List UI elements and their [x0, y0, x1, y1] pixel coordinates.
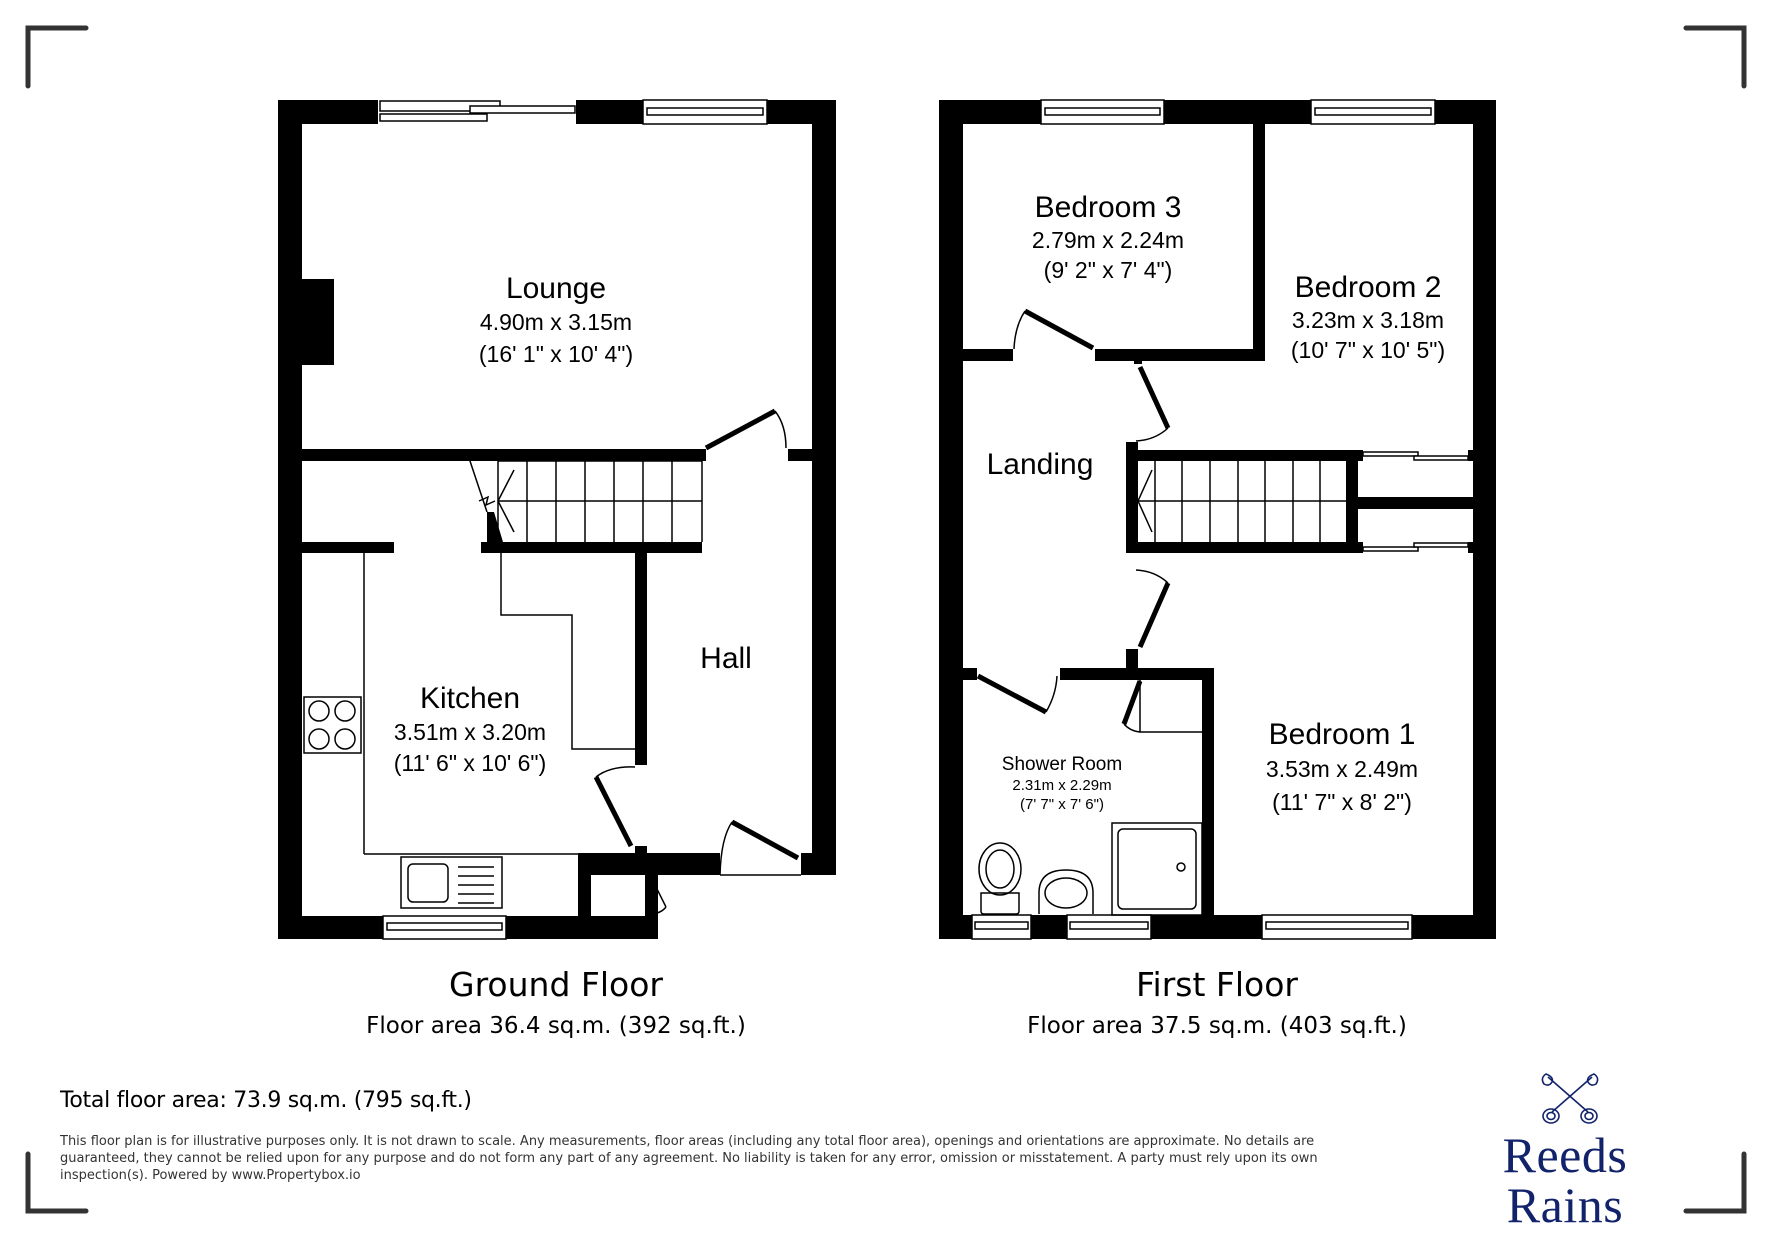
lounge-label: Lounge 4.90m x 3.15m (16' 1" x 10' 4"): [479, 272, 633, 367]
bedroom3-door: [1013, 308, 1095, 351]
kitchen-door: [593, 766, 647, 854]
lounge-window: [642, 99, 768, 125]
lounge-patio-door: [378, 100, 576, 124]
crop-marks: [25, 25, 1747, 1214]
disclaimer-text: This floor plan is for illustrative purp…: [60, 1134, 1318, 1183]
hob-icon: [303, 696, 362, 754]
bedroom1-imperial: (11' 7" x 8' 2"): [1272, 789, 1412, 815]
ground-floor-plan: [278, 99, 836, 940]
basin-icon: [1038, 869, 1094, 914]
bedroom2-metric: 3.23m x 3.18m: [1292, 307, 1444, 333]
lounge-imperial: (16' 1" x 10' 4"): [479, 341, 633, 367]
bedroom1-window: [1261, 914, 1413, 940]
toilet-icon: [978, 842, 1022, 915]
shower-room-door: [976, 673, 1058, 715]
airing-cupboard-door: [1121, 680, 1202, 733]
bedroom1-metric: 3.53m x 2.49m: [1266, 756, 1418, 782]
bedroom1-label: Bedroom 1 3.53m x 2.49m (11' 7" x 8' 2"): [1266, 718, 1418, 815]
cupboard-sliding-doors: [1362, 451, 1469, 552]
bedroom2-label: Bedroom 2 3.23m x 3.18m (10' 7" x 10' 5"…: [1291, 271, 1445, 363]
bedroom3-label: Bedroom 3 2.79m x 2.24m (9' 2" x 7' 4"): [1032, 191, 1184, 283]
bedroom3-window: [1040, 99, 1165, 125]
kitchen-units: [303, 553, 635, 909]
kitchen-metric: 3.51m x 3.20m: [394, 719, 546, 745]
total-floor-area: Total floor area: 73.9 sq.m. (795 sq.ft.…: [60, 1088, 472, 1113]
lounge-door: [704, 408, 787, 451]
bedroom2-name: Bedroom 2: [1295, 271, 1442, 304]
lounge-name: Lounge: [506, 272, 606, 305]
logo-icon-spacer: [1440, 1068, 1690, 1130]
brand-logo: Reeds Rains: [1440, 1068, 1690, 1230]
bedroom1-name: Bedroom 1: [1269, 718, 1416, 751]
bedroom3-metric: 2.79m x 2.24m: [1032, 227, 1184, 253]
hall-label: Hall: [700, 642, 752, 675]
bedroom3-name: Bedroom 3: [1035, 191, 1182, 224]
shower-room-metric: 2.31m x 2.29m: [1012, 777, 1111, 794]
shower-window-1: [971, 914, 1032, 940]
landing-label: Landing: [987, 448, 1094, 481]
lounge-metric: 4.90m x 3.15m: [480, 309, 632, 335]
bedroom2-door: [1135, 365, 1171, 442]
first-floor-title: First Floor: [1136, 965, 1298, 1004]
kitchen-window: [382, 915, 507, 940]
bedroom1-door: [1135, 569, 1171, 649]
brand-name: Reeds Rains: [1502, 1127, 1628, 1233]
ground-floor-area: Floor area 36.4 sq.m. (392 sq.ft.): [366, 1013, 746, 1039]
sink-icon: [400, 856, 503, 909]
bedroom2-window: [1310, 99, 1436, 125]
front-door: [719, 819, 801, 876]
kitchen-imperial: (11' 6" x 10' 6"): [394, 750, 547, 776]
first-floor-area: Floor area 37.5 sq.m. (403 sq.ft.): [1027, 1013, 1407, 1039]
kitchen-label: Kitchen 3.51m x 3.20m (11' 6" x 10' 6"): [394, 682, 547, 776]
shower-tray-icon: [1111, 822, 1203, 916]
shower-room-label: Shower Room 2.31m x 2.29m (7' 7" x 7' 6"…: [1002, 754, 1122, 813]
porch-door: [644, 864, 667, 915]
bedroom2-imperial: (10' 7" x 10' 5"): [1291, 337, 1445, 363]
ground-floor-stairs: [469, 460, 703, 542]
first-floor-stairs: [1137, 461, 1346, 542]
kitchen-name: Kitchen: [420, 682, 520, 715]
shower-room-imperial: (7' 7" x 7' 6"): [1020, 796, 1104, 813]
first-floor-plan: [939, 99, 1496, 940]
shower-room-name: Shower Room: [1002, 754, 1122, 775]
shower-window-2: [1066, 914, 1152, 940]
ground-floor-title: Ground Floor: [449, 965, 663, 1004]
crossed-keys-icon: [1541, 1073, 1599, 1124]
bedroom3-imperial: (9' 2" x 7' 4"): [1044, 257, 1173, 283]
